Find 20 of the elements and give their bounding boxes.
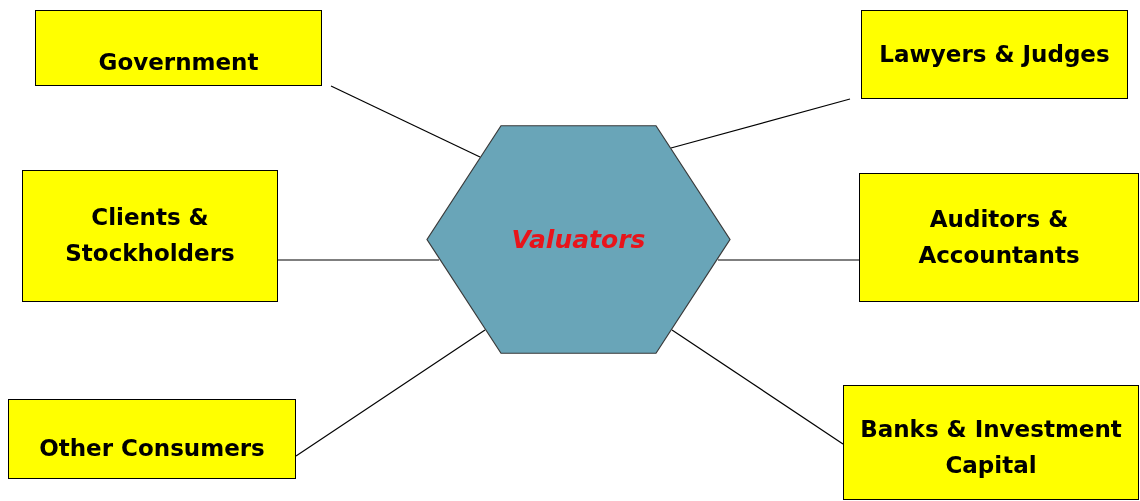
center-label: Valuators (511, 225, 646, 254)
connector-line (717, 259, 860, 261)
connector-line (277, 259, 440, 261)
box-label: Banks & Investment Capital (859, 414, 1123, 480)
box-label: Lawyers & Judges (879, 39, 1110, 69)
stakeholder-box (35, 10, 322, 86)
connector-line (670, 98, 851, 149)
stakeholder-box (861, 10, 1128, 99)
box-label: Government (98, 48, 259, 78)
box-label: Other Consumers (39, 434, 265, 464)
connector-line (295, 329, 486, 457)
box-label: Auditors & Accountants (917, 204, 1081, 270)
stakeholder-box (843, 385, 1139, 500)
connector-line (671, 329, 844, 445)
stakeholder-box (22, 170, 278, 302)
box-label: Clients & Stockholders (64, 203, 236, 268)
stakeholder-box (8, 399, 296, 479)
connector-line (330, 85, 481, 158)
hexagon-node (426, 125, 731, 354)
stakeholder-box (859, 173, 1139, 302)
